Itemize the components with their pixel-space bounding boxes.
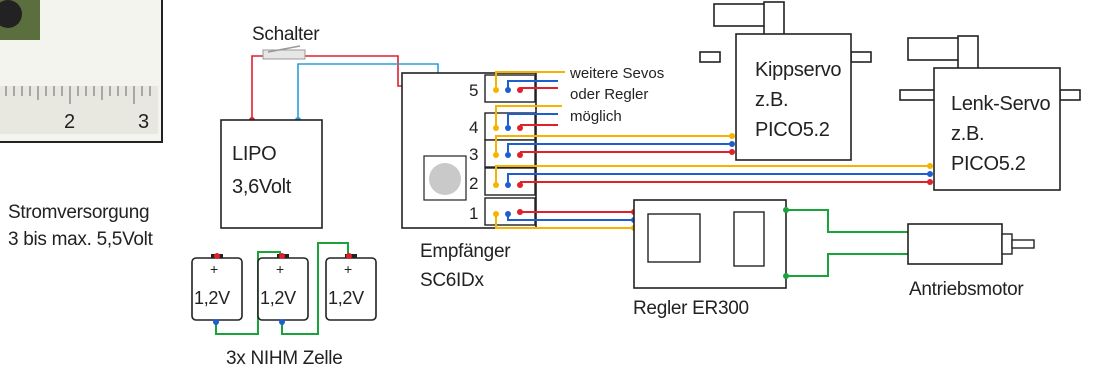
cell-2: + 1,2V: [257, 253, 309, 325]
servo-lenk: Lenk-Servo z.B. PICO5.2: [899, 35, 1081, 191]
cell-1-plus: +: [210, 261, 218, 277]
cell-2-voltage: 1,2V: [260, 288, 296, 308]
cell-3-voltage: 1,2V: [328, 288, 364, 308]
cell-1-voltage: 1,2V: [194, 288, 230, 308]
receiver-label-model: SC6IDx: [420, 270, 484, 291]
cell-3-plus: +: [344, 261, 352, 277]
servo2-cable: [495, 165, 928, 183]
servo-kipp-name: Kippservo: [755, 59, 841, 81]
lipo-battery: [220, 119, 323, 229]
channel-3-number: 3: [469, 145, 478, 164]
extra-servo-dots: [493, 87, 523, 131]
extra-servo-stubs: [495, 71, 565, 126]
servo1-cable: [495, 135, 730, 153]
receiver-antenna-socket: [429, 163, 461, 195]
channel-1-number: 1: [469, 204, 478, 223]
channel-2-number: 2: [469, 174, 478, 193]
lipo-label-type: LIPO: [232, 143, 276, 165]
servo-lenk-name: Lenk-Servo: [951, 93, 1050, 115]
cell-1: + 1,2V: [191, 253, 243, 325]
servo-kipp: Kippservo z.B. PICO5.2: [699, 1, 872, 161]
servo-kipp-eg: z.B.: [755, 89, 788, 111]
servo-kipp-model: PICO5.2: [755, 119, 830, 141]
photo-inset: 2 3: [0, 0, 163, 143]
ruler-mark-3: 3: [138, 111, 149, 133]
cell-2-plus: +: [276, 261, 284, 277]
cell-3: + 1,2V: [325, 253, 377, 321]
receiver-label-name: Empfänger: [420, 241, 511, 262]
channel-5-number: 5: [469, 81, 478, 100]
esc-label: Regler ER300: [633, 298, 749, 319]
servo-lenk-eg: z.B.: [951, 123, 984, 145]
extra-note-line2: oder Regler: [570, 86, 648, 103]
extra-note-line3: möglich: [570, 108, 622, 125]
supply-label-range: 3 bis max. 5,5Volt: [8, 229, 154, 250]
cells-caption: 3x NIHM Zelle: [226, 348, 342, 369]
motor-wiring: [783, 207, 908, 279]
supply-label-title: Stromversorgung: [8, 202, 149, 223]
esc-regler: [633, 199, 787, 289]
switch-label: Schalter: [252, 24, 320, 45]
ruler-mark-2: 2: [64, 111, 75, 133]
servo-lenk-model: PICO5.2: [951, 153, 1026, 175]
receiver-channel-pins: [484, 74, 536, 226]
switch-symbol: [262, 49, 306, 60]
motor-label: Antriebsmotor: [909, 279, 1024, 300]
extra-note-line1: weitere Sevos: [569, 65, 664, 82]
drive-motor: [907, 223, 1035, 265]
lipo-label-voltage: 3,6Volt: [232, 176, 292, 198]
channel-4-number: 4: [469, 118, 478, 137]
